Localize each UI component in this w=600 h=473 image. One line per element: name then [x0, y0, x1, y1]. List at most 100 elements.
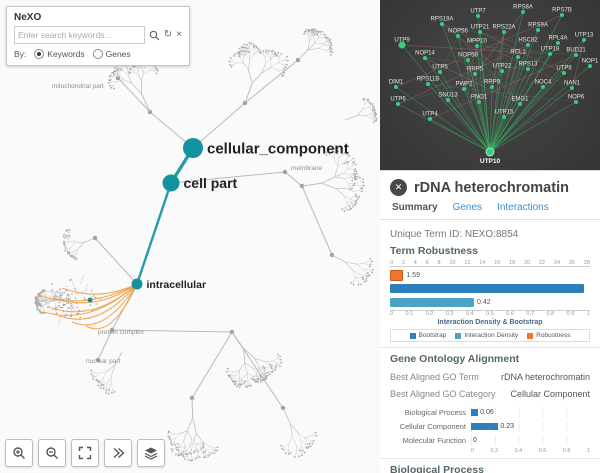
layers-button[interactable] [137, 439, 165, 467]
gene-node-label: UTP5 [432, 65, 448, 71]
bar-value: 0.42 [477, 298, 491, 306]
bar-value: 1.59 [406, 271, 420, 279]
axis-tick: 1 [586, 311, 590, 317]
gene-node-NOP56[interactable] [456, 34, 460, 38]
gene-node-label: DIM1 [389, 80, 404, 86]
gene-node-UTP15[interactable] [502, 115, 506, 119]
gene-node-NOP6[interactable] [574, 100, 578, 104]
term-node-label: cellular_component [207, 140, 349, 157]
gene-node-label: RRP5 [467, 67, 484, 73]
gene-node-UTP13[interactable] [582, 38, 586, 42]
tab-summary[interactable]: Summary [392, 202, 438, 213]
gene-node-NAN1[interactable] [570, 86, 574, 90]
gene-node-NOP1[interactable] [588, 64, 592, 68]
gene-node-BUD21[interactable] [574, 53, 578, 57]
gene-node-PWP2[interactable] [462, 87, 466, 91]
gene-node-label: RPS8A [513, 5, 533, 11]
gene-node-label: PNO1 [471, 95, 488, 101]
close-icon[interactable]: ✕ [390, 179, 407, 196]
axis-tick: 0.6 [506, 311, 514, 317]
expand-button[interactable] [104, 439, 132, 467]
go-alignment-heading: Gene Ontology Alignment [390, 353, 520, 365]
gene-node-label: RPL4A [548, 36, 567, 42]
tab-genes[interactable]: Genes [452, 202, 483, 213]
gene-node-UTP22[interactable] [500, 69, 504, 73]
gene-node-RCL1[interactable] [516, 55, 520, 59]
gene-node-RPS7B[interactable] [560, 13, 564, 17]
zoom-out-button[interactable] [38, 439, 66, 467]
gene-node-UTP7[interactable] [476, 14, 480, 18]
legend-swatch [527, 332, 534, 339]
axis-tick: 0.4 [514, 448, 523, 454]
axis-tick: 26 [568, 260, 575, 266]
gene-node-NOP58[interactable] [466, 58, 470, 62]
gene-node-RPL4A[interactable] [556, 41, 560, 45]
axis-tick: 0.2 [490, 448, 499, 454]
gene-node-NOC4[interactable] [541, 85, 545, 89]
search-panel: NeXO ↻ × By: Keywords Genes [6, 6, 190, 66]
reset-icon[interactable]: ↻ [163, 29, 173, 40]
gene-node-label: RRP9 [484, 80, 501, 86]
gene-node-UTP4[interactable] [428, 117, 432, 121]
term-node-intracellular[interactable] [131, 278, 143, 290]
gene-node-NOP14[interactable] [423, 56, 427, 60]
gene-node-MPP10[interactable] [475, 44, 479, 48]
axis-tick: 0.5 [486, 311, 494, 317]
term-node-cell-part[interactable] [162, 174, 180, 192]
gene-node-UTP5[interactable] [438, 70, 442, 74]
tab-interactions[interactable]: Interactions [497, 202, 549, 213]
gene-node-label: RPS22A [492, 25, 515, 31]
gene-node-RPS22A[interactable] [502, 30, 506, 34]
gene-node-PNO1[interactable] [477, 100, 481, 104]
axis-tick: 20 [524, 260, 531, 266]
gene-node-RPS9A[interactable] [536, 28, 540, 32]
axis-tick: 28 [583, 260, 590, 266]
biological-process-heading: Biological Process [390, 464, 484, 473]
gene-node-RPS8A[interactable] [521, 10, 525, 14]
gene-node-UTP8[interactable] [562, 71, 566, 75]
gene-node-label: NOP14 [415, 51, 435, 57]
fit-to-screen-button[interactable] [71, 439, 99, 467]
gene-node-UTP6[interactable] [396, 102, 400, 106]
radio-keywords[interactable]: Keywords [34, 49, 85, 59]
gene-node-RRP9[interactable] [490, 85, 494, 89]
search-input[interactable] [14, 26, 145, 44]
gene-node-DIM1[interactable] [394, 85, 398, 89]
gene-node-RPS11B[interactable] [426, 82, 430, 86]
gene-node-HSC82[interactable] [526, 43, 530, 47]
radio-genes[interactable]: Genes [92, 49, 131, 59]
axis-tick: 24 [553, 260, 561, 266]
axis-tick: 22 [539, 260, 546, 266]
zoom-out-icon [46, 447, 58, 459]
gene-node-SNU13[interactable] [446, 98, 450, 102]
gene-node-label: SNU13 [438, 93, 458, 99]
gene-node-UTP9[interactable] [398, 41, 406, 49]
search-icon[interactable] [149, 30, 160, 41]
bar-robustness: 1.59 [390, 269, 590, 281]
gene-node-label: PWP2 [455, 82, 473, 88]
gene-node-UTP18[interactable] [548, 52, 552, 56]
axis-tick: 0.8 [546, 311, 555, 317]
gene-node-RPS13[interactable] [526, 67, 530, 71]
gene-node-label: RPS7B [552, 8, 572, 14]
gene-node-label: RPS13 [518, 62, 538, 68]
axis-tick: 0 [471, 448, 475, 454]
gene-node-UTP21[interactable] [478, 30, 482, 34]
clear-icon[interactable]: × [176, 29, 182, 40]
axis-tick: 0 [390, 311, 394, 317]
gene-node-UTP10[interactable] [485, 147, 495, 157]
gene-node-EMG1[interactable] [518, 102, 522, 106]
gene-node-RPS19A[interactable] [440, 22, 444, 26]
gene-node-label: RPS11B [417, 77, 440, 83]
gene-node-RRP5[interactable] [473, 72, 477, 76]
term-node-cellular-component[interactable] [183, 138, 203, 158]
zoom-in-button[interactable] [5, 439, 33, 467]
gene-node-label: RCL1 [510, 50, 526, 56]
